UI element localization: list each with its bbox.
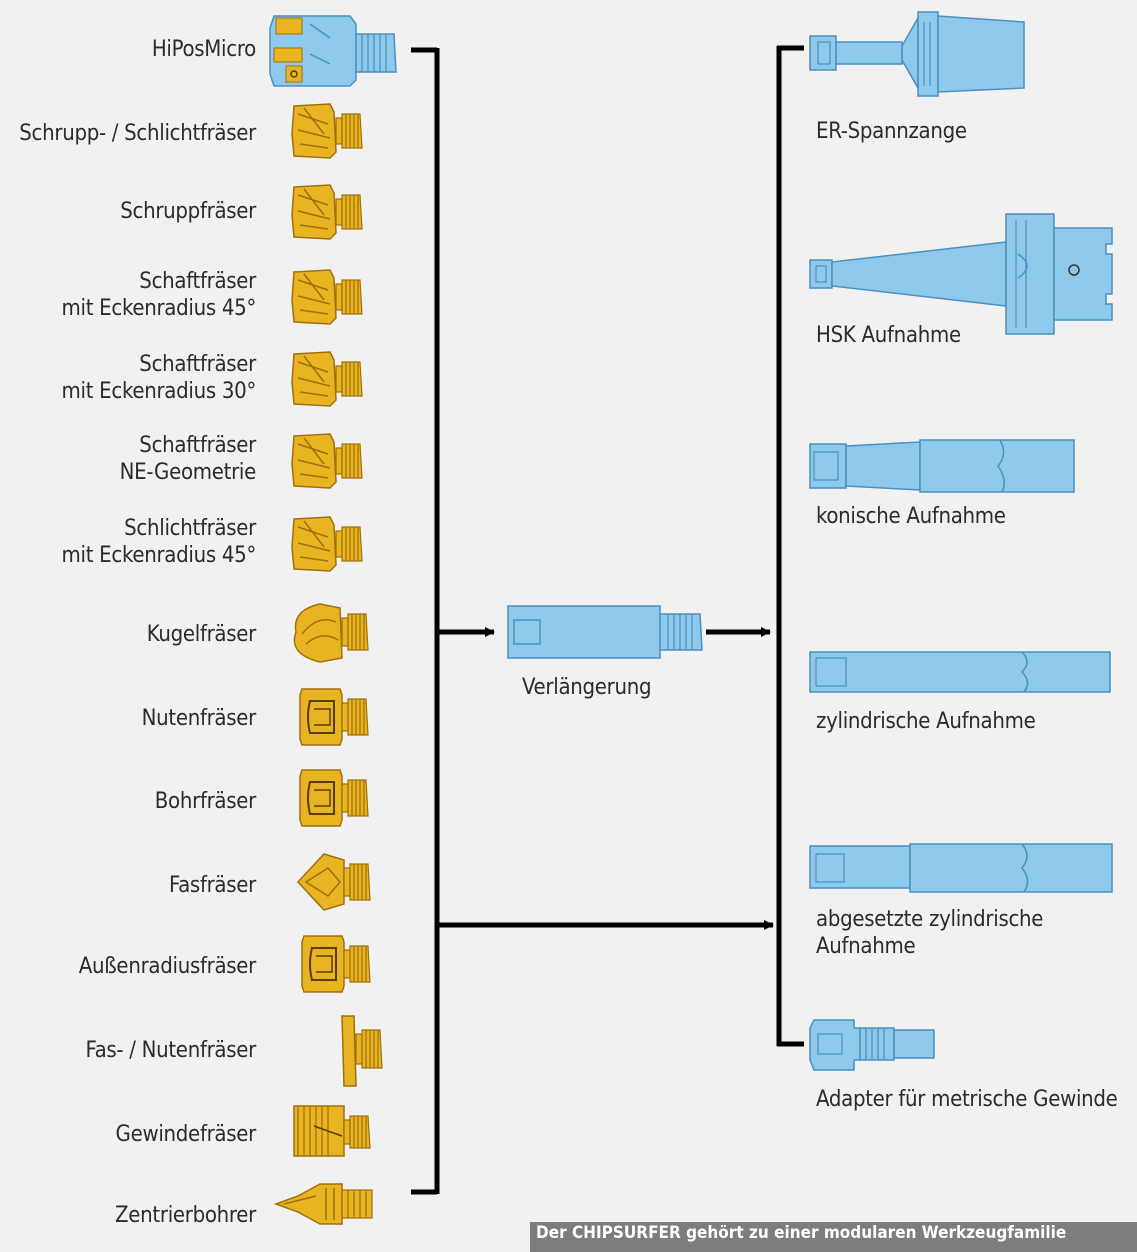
- fasfraeser-icon: [296, 853, 371, 911]
- label-nutenfraeser: Nutenfräser: [141, 706, 257, 731]
- aussenradiusfraeser-icon: [301, 935, 371, 993]
- left-bracket: [411, 47, 440, 1195]
- er-spannzange-icon: [809, 11, 1025, 97]
- label-konische-aufnahme: konische Aufnahme: [816, 504, 1006, 529]
- schaftfraeser-ne-icon: [291, 433, 363, 489]
- schrupp-schlicht-fraeser-icon: [291, 103, 363, 159]
- right-bracket: [776, 45, 804, 1047]
- zylindrische-aufnahme-icon: [809, 651, 1111, 693]
- hsk-aufnahme-icon: [809, 213, 1113, 335]
- schaftfraeser-30-icon: [291, 351, 363, 407]
- label-schrupp-schlicht: Schrupp- / Schlichtfräser: [19, 121, 256, 146]
- schaftfraeser-45-icon: [291, 269, 363, 325]
- label-zylindrische-aufnahme: zylindrische Aufnahme: [816, 709, 1036, 734]
- label-schruppfraeser: Schruppfräser: [120, 199, 256, 224]
- label-zentrierbohrer: Zentrierbohrer: [115, 1203, 256, 1228]
- label-adapter-metrische-gewinde: Adapter für metrische Gewinde: [816, 1087, 1118, 1112]
- nutenfraeser-icon: [299, 688, 369, 746]
- schruppfraeser-icon: [291, 184, 363, 240]
- schlichtfraeser-45-icon: [291, 516, 363, 572]
- zentrierbohrer-icon: [273, 1183, 373, 1225]
- abgesetzte-zylindrische-aufnahme-icon: [809, 843, 1113, 893]
- label-gewindefraeser: Gewindefräser: [115, 1122, 257, 1147]
- konische-aufnahme-icon: [809, 439, 1075, 493]
- label-er-spannzange: ER-Spannzange: [816, 119, 967, 144]
- label-kugelfraeser: Kugelfräser: [146, 622, 257, 647]
- fas-nutenfraeser-icon: [341, 1015, 383, 1087]
- adapter-metrische-gewinde-icon: [809, 1019, 935, 1071]
- caption-bar: Der CHIPSURFER gehört zu einer modularen…: [530, 1222, 1137, 1252]
- label-verlaengerung: Verlängerung: [522, 675, 652, 700]
- gewindefraeser-icon: [293, 1105, 371, 1157]
- label-aussenradiusfraeser: Außenradiusfräser: [78, 954, 257, 979]
- label-fas-nutenfraeser: Fas- / Nutenfräser: [85, 1038, 257, 1063]
- label-fasfraeser: Fasfräser: [169, 873, 256, 898]
- hiposmicro-icon: [269, 15, 397, 87]
- verlaengerung-icon: [507, 605, 703, 659]
- label-bohrfraeser: Bohrfräser: [154, 789, 257, 814]
- label-hiposmicro: HiPosMicro: [151, 37, 256, 62]
- kugelfraeser-icon: [293, 603, 369, 663]
- label-hsk-aufnahme: HSK Aufnahme: [816, 323, 961, 348]
- bohrfraeser-icon: [299, 769, 369, 827]
